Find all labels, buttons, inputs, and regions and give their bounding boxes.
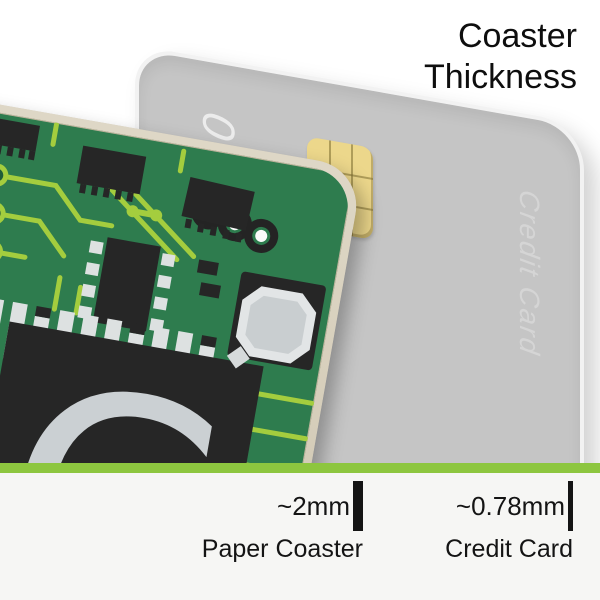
pcb-dumbbell-pads: [126, 205, 163, 222]
measurement-card-row: ~0.78mm: [456, 481, 573, 531]
card-thickness-label: Credit Card: [445, 535, 573, 563]
coaster-thickness-value: ~2mm: [277, 490, 350, 521]
measurement-panel: ~2mm Paper Coaster ~0.78mm Credit Card: [0, 473, 600, 600]
divider-bar: [0, 463, 600, 473]
measurement-coaster-row: ~2mm: [277, 481, 363, 531]
page-title-line2: Thickness: [423, 58, 577, 96]
page-title-line1: Coaster: [457, 17, 577, 55]
page-title: Coaster Thickness: [424, 16, 577, 98]
measurement-card: ~0.78mm Credit Card: [445, 481, 573, 564]
card-vertical-label: Credit Card: [514, 187, 545, 359]
measurement-coaster: ~2mm Paper Coaster: [202, 481, 363, 564]
thickness-bar-coaster: [353, 481, 363, 531]
coaster-thickness-label: Paper Coaster: [201, 535, 363, 563]
card-thickness-value: ~0.78mm: [455, 490, 565, 521]
qfn-chip: [226, 271, 326, 371]
connector-stripe-caps: [34, 306, 217, 348]
thickness-bar-card: [568, 481, 573, 531]
soic-chip: [77, 237, 176, 333]
ic-chips: [0, 118, 255, 299]
